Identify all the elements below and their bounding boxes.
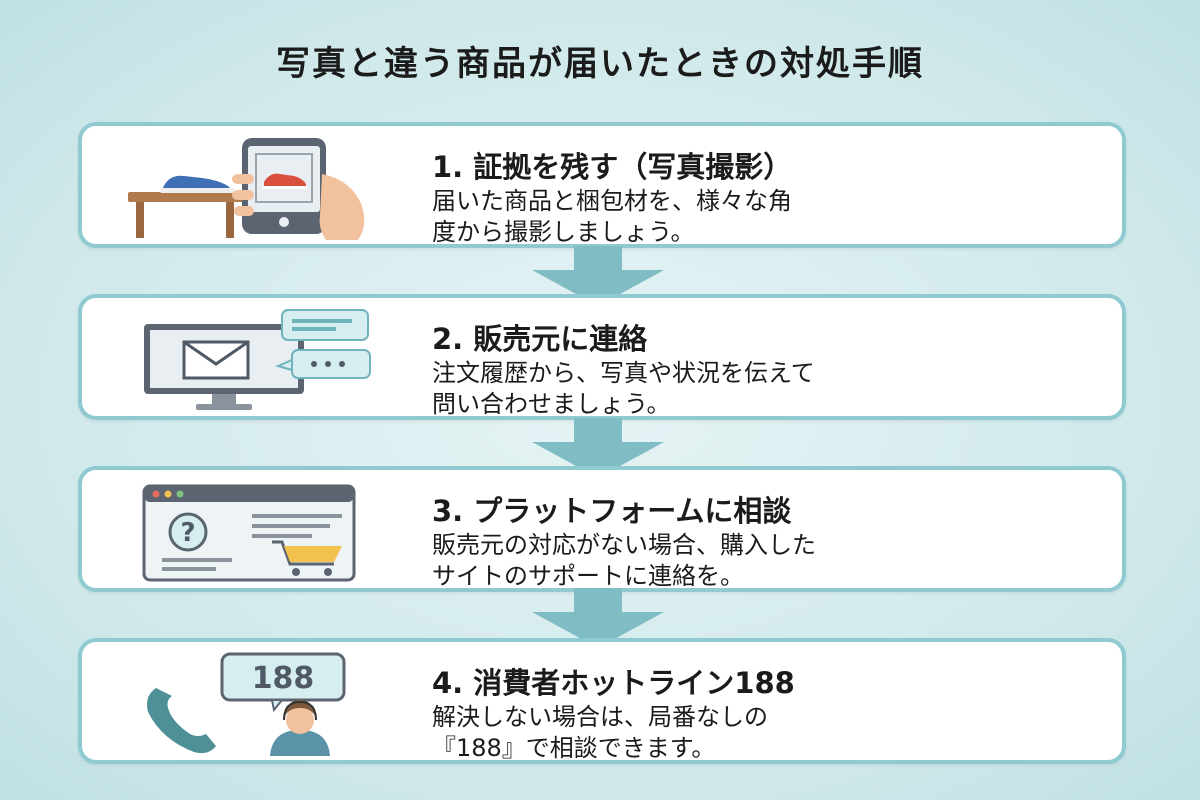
- step-description-line: サイトのサポートに連絡を。: [432, 562, 744, 590]
- operator-avatar-icon: [270, 700, 330, 756]
- svg-text:?: ?: [180, 518, 195, 548]
- step-description-line: 『188』で相談できます。: [432, 734, 716, 762]
- speech-bubble-icon: 188: [220, 652, 346, 713]
- phone-photo-illustration: [128, 138, 365, 240]
- table-icon: [128, 192, 248, 238]
- down-arrow-icon: [532, 418, 664, 478]
- step-heading: 2. 販売元に連絡: [432, 322, 648, 356]
- computer-message-illustration: [144, 309, 371, 410]
- chat-bubble-icon: [275, 309, 371, 379]
- step-card-4: 188 4. 消費者ホットライン188 解決しない場合は、局番なしの 『188』…: [78, 638, 1126, 764]
- page-title: 写真と違う商品が届いたときの対処手順: [276, 44, 924, 84]
- step-description: 解決しない場合は、局番なしの 『188』で相談できます。: [432, 702, 1112, 764]
- shopping-cart-icon: [272, 540, 342, 576]
- phone-handset-icon: [147, 688, 216, 754]
- website-support-illustration: ?: [142, 484, 356, 582]
- step-description-line: 届いた商品と梱包材を、様々な角: [432, 187, 792, 215]
- step-heading: 3. プラットフォームに相談: [432, 494, 792, 528]
- step-heading: 1. 証拠を残す（写真撮影）: [432, 150, 793, 184]
- step-description: 届いた商品と梱包材を、様々な角 度から撮影しましょう。: [432, 186, 1112, 248]
- step-heading: 4. 消費者ホットライン188: [432, 666, 795, 700]
- step-description-line: 解決しない場合は、局番なしの: [432, 703, 768, 731]
- hotline-illustration: 188: [147, 652, 346, 756]
- step-description: 販売元の対応がない場合、購入した サイトのサポートに連絡を。: [432, 530, 1112, 592]
- step-card-1: 1. 証拠を残す（写真撮影） 届いた商品と梱包材を、様々な角 度から撮影しましょ…: [78, 122, 1126, 248]
- step-description-line: 販売元の対応がない場合、購入した: [432, 531, 816, 559]
- down-arrow-icon: [532, 588, 664, 648]
- envelope-icon: [182, 340, 250, 380]
- step-card-2: 2. 販売元に連絡 注文履歴から、写真や状況を伝えて 問い合わせましょう。: [78, 294, 1126, 420]
- hotline-bubble-number: 188: [252, 661, 315, 696]
- step-description: 注文履歴から、写真や状況を伝えて 問い合わせましょう。: [432, 358, 1112, 420]
- shoe-icon: [160, 175, 234, 193]
- step-description-line: 問い合わせましょう。: [432, 390, 671, 418]
- step-description-line: 注文履歴から、写真や状況を伝えて: [432, 359, 815, 387]
- step-card-3: ? 3. プラットフォームに相談 販売元の対応がない場合、購入した サイトのサポ…: [78, 466, 1126, 592]
- smartphone-icon: [242, 138, 326, 234]
- step-description-line: 度から撮影しましょう。: [432, 218, 695, 246]
- question-mark-icon: ?: [168, 512, 208, 552]
- down-arrow-icon: [532, 246, 664, 306]
- hand-icon: [232, 174, 365, 240]
